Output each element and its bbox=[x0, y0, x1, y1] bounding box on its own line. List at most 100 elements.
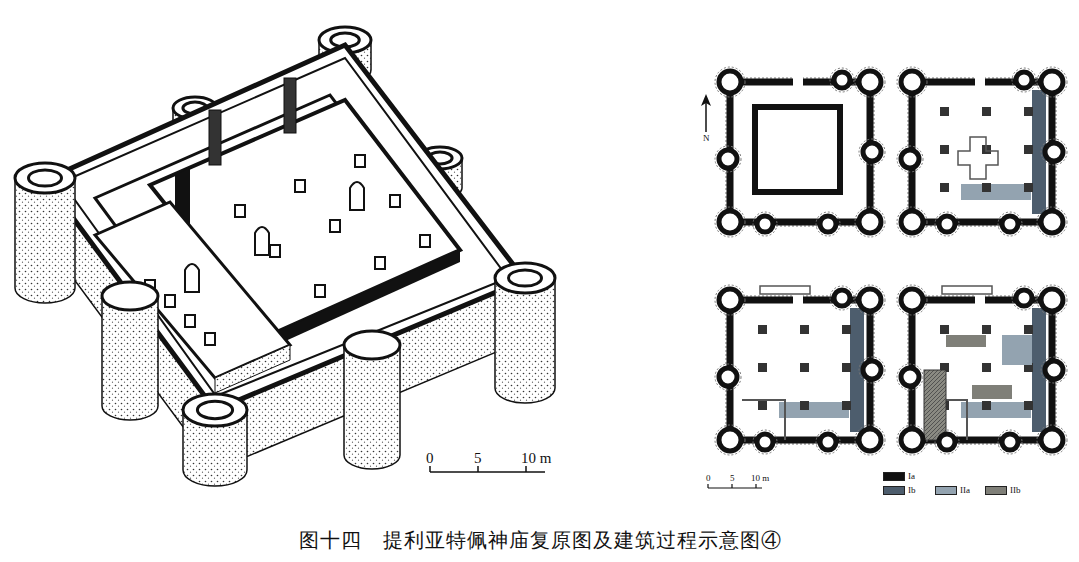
plan-view bbox=[897, 285, 1067, 455]
pillar-base bbox=[940, 183, 949, 192]
tower-trace bbox=[897, 285, 927, 315]
drawing-part bbox=[495, 278, 555, 403]
doorway bbox=[350, 182, 364, 210]
wall-fill bbox=[924, 370, 946, 440]
plan-tower bbox=[757, 434, 773, 450]
pillar-base bbox=[800, 325, 809, 334]
tower-trace bbox=[830, 68, 854, 92]
wall-trace bbox=[726, 78, 874, 226]
plan-tower bbox=[901, 211, 923, 233]
legend-text: IIb bbox=[1010, 486, 1021, 495]
plan-tower bbox=[834, 290, 850, 306]
entrance bbox=[793, 295, 803, 305]
pillar-base bbox=[758, 401, 767, 410]
plan-view bbox=[897, 67, 1067, 237]
pillar-base bbox=[982, 107, 991, 116]
scale-number: 10 m bbox=[751, 474, 769, 483]
side-rooms-wall bbox=[215, 345, 290, 393]
round-tower bbox=[495, 263, 555, 403]
plan-tower bbox=[1002, 434, 1018, 450]
pillar bbox=[330, 220, 340, 232]
scale-number: 0 bbox=[426, 451, 434, 466]
round-tower bbox=[102, 282, 158, 420]
plan-tower bbox=[859, 289, 881, 311]
tower-trace bbox=[715, 67, 745, 97]
tower-trace bbox=[855, 425, 885, 455]
tower-trace bbox=[1037, 285, 1067, 315]
tower-trace bbox=[859, 139, 885, 165]
plan-tower bbox=[859, 71, 881, 93]
pillar-base bbox=[982, 401, 991, 410]
tower-trace bbox=[935, 212, 959, 236]
scale-number: 10 m bbox=[521, 451, 551, 466]
wall-fill bbox=[946, 335, 986, 347]
plan-tower bbox=[901, 289, 923, 311]
plan-tower bbox=[1016, 72, 1032, 88]
drawing-part bbox=[344, 345, 400, 469]
pillar bbox=[355, 155, 365, 167]
drawing-part bbox=[15, 163, 75, 193]
plan-tower bbox=[863, 143, 881, 161]
pillar-base bbox=[842, 363, 851, 372]
wall-fill bbox=[961, 184, 1031, 200]
tower-trace bbox=[897, 364, 923, 390]
column bbox=[284, 78, 296, 133]
drawing-part bbox=[183, 394, 247, 426]
legend-swatch bbox=[883, 472, 905, 481]
pillar-base bbox=[758, 325, 767, 334]
inner-wall bbox=[755, 107, 840, 192]
legend-text: Ib bbox=[908, 486, 916, 495]
tower-trace bbox=[897, 207, 927, 237]
tower-trace bbox=[1037, 425, 1067, 455]
plan-tower bbox=[834, 72, 850, 88]
altar bbox=[958, 137, 998, 179]
pillar bbox=[375, 257, 385, 269]
plan-wall bbox=[912, 300, 1052, 440]
plan-tower bbox=[757, 216, 773, 232]
legend-swatch bbox=[985, 486, 1007, 495]
plan-tower bbox=[901, 429, 923, 451]
annex bbox=[760, 286, 810, 294]
pillar bbox=[270, 245, 280, 257]
legend-text: Ia bbox=[908, 472, 915, 481]
legend-swatch bbox=[883, 486, 905, 495]
tower-trace bbox=[998, 212, 1022, 236]
legend-swatch bbox=[935, 486, 957, 495]
figure-caption: 图十四 提利亚特佩神庙复原图及建筑过程示意图④ bbox=[299, 530, 782, 550]
tower-trace bbox=[1037, 207, 1067, 237]
plan-tower bbox=[863, 361, 881, 379]
pillar-base bbox=[1024, 401, 1033, 410]
wall-fill bbox=[961, 402, 1031, 418]
pillar-base bbox=[1024, 325, 1033, 334]
column bbox=[209, 110, 221, 165]
plan-tower bbox=[719, 289, 741, 311]
tower-trace bbox=[1012, 286, 1036, 310]
doorway bbox=[185, 264, 199, 292]
pillar bbox=[420, 235, 430, 247]
drawing-part bbox=[344, 331, 400, 359]
tower-trace bbox=[1037, 67, 1067, 97]
tower-trace bbox=[855, 67, 885, 97]
round-tower bbox=[344, 331, 400, 469]
pillar bbox=[205, 333, 215, 345]
scale-number: 5 bbox=[474, 451, 482, 466]
tower-trace bbox=[715, 285, 745, 315]
round-tower bbox=[183, 394, 247, 486]
tower-trace bbox=[935, 430, 959, 454]
pillar-base bbox=[940, 145, 949, 154]
tower-trace bbox=[715, 364, 741, 390]
pillar-base bbox=[800, 363, 809, 372]
plan-tower bbox=[1002, 216, 1018, 232]
pillar bbox=[165, 295, 175, 307]
tower-trace bbox=[855, 285, 885, 315]
tower-trace bbox=[897, 146, 923, 172]
scale-number: 5 bbox=[730, 474, 735, 483]
scale-bar bbox=[430, 466, 545, 472]
pillar-base bbox=[800, 401, 809, 410]
pillar bbox=[235, 205, 245, 217]
wall-trace bbox=[908, 296, 1056, 444]
pillar-base bbox=[758, 363, 767, 372]
drawing-part bbox=[197, 401, 232, 418]
